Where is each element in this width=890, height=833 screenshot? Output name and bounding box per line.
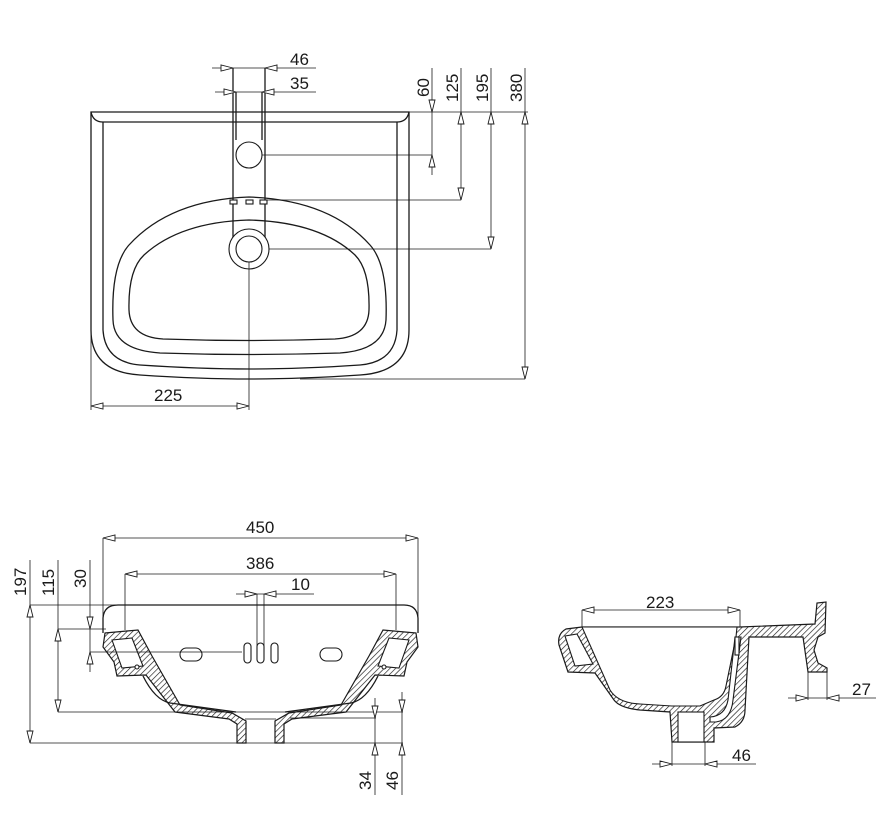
top-view: 46 35 60 125 195 380 225 [90,50,529,410]
dim-drain-offset: 34 [356,771,375,790]
dim-height: 197 [11,568,30,596]
dim-bracket: 27 [852,680,871,699]
overflow-slot [256,642,265,664]
dim-slot: 10 [291,575,310,594]
dim-half-width: 225 [154,386,182,405]
dim-tap-outer: 46 [290,50,309,69]
dim-tap-inner: 35 [290,74,309,93]
overflow-slot [245,199,254,205]
basin-rim-inner [90,111,410,123]
dim-tap-hole: 60 [414,78,433,97]
basin-outline [90,111,410,380]
overflow-slot [243,642,252,664]
bowl-inner [128,219,370,342]
dim-bowl-depth: 115 [39,569,58,596]
side-hole [319,647,343,662]
dim-overflow: 125 [443,74,462,102]
drain-hole-inner [235,235,263,263]
front-view: 450 386 10 197 115 30 34 46 [11,518,419,795]
tap-hole [235,141,263,169]
dim-drain-length: 46 [383,771,402,790]
dim-width: 450 [246,518,274,537]
dim-overflow-depth: 30 [71,569,90,588]
overflow-slot [259,199,268,205]
dim-side-depth: 223 [646,593,674,612]
dim-drain-diameter: 46 [732,746,751,765]
side-view: 223 27 46 [558,593,876,768]
dim-drain: 195 [473,74,492,102]
drain-pipe [677,711,705,743]
overflow-slot [229,199,238,205]
dim-bowl-width: 386 [246,554,274,573]
dim-depth: 380 [507,74,526,102]
bowl-outer [112,196,387,356]
side-hole [179,647,203,662]
rim-outline [102,604,419,633]
overflow-slot [270,642,279,664]
